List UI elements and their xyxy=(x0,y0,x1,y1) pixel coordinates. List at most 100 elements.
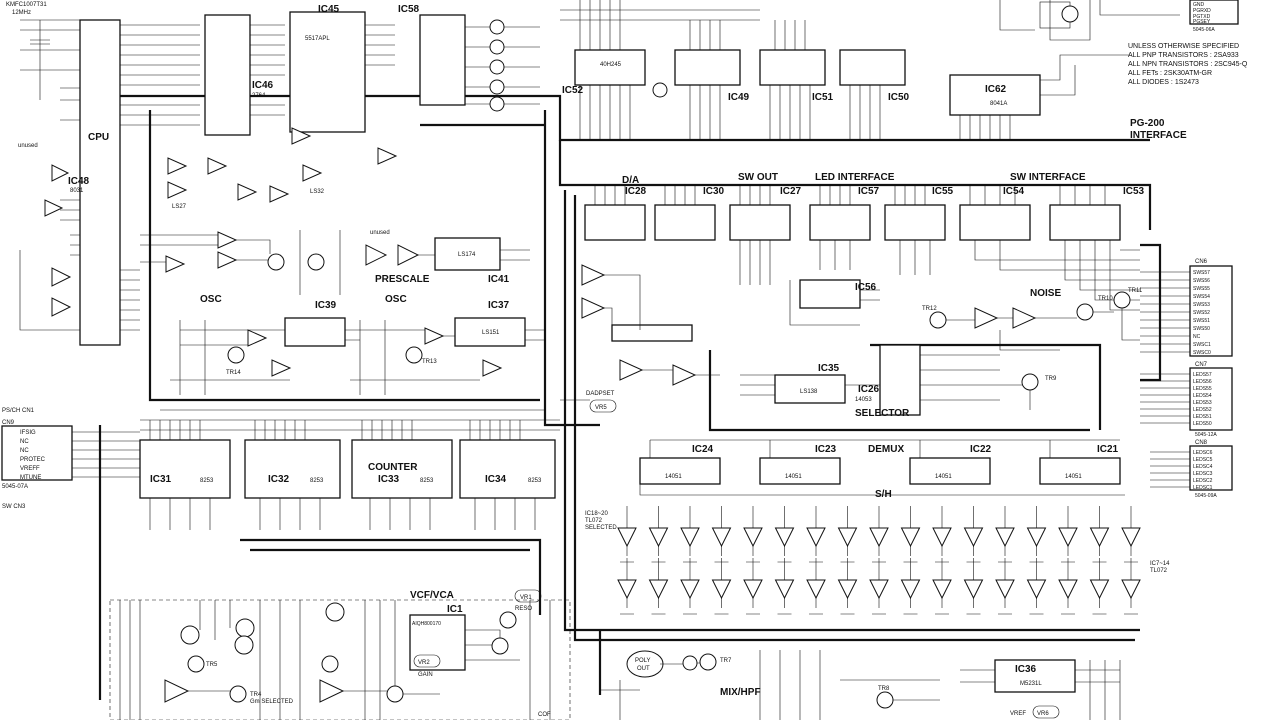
opamp-icon xyxy=(837,579,858,600)
opamp-icon xyxy=(774,579,795,600)
gain-label: GAIN xyxy=(418,672,433,678)
ic33-part: 8253 xyxy=(420,478,434,484)
gate-icon xyxy=(652,82,668,98)
ic54-label: IC54 xyxy=(1003,186,1025,197)
opamp-icon xyxy=(963,579,984,600)
sh-wire xyxy=(809,558,823,615)
vref-label: VREF xyxy=(1010,711,1026,717)
ic33-label: IC33 xyxy=(378,474,400,485)
sw-interface-label: SW INTERFACE xyxy=(1010,172,1086,183)
note-line-4: ALL FETs : 2SK30ATM-GR xyxy=(1128,70,1212,77)
transistor-icon xyxy=(1076,303,1094,321)
vr1-trimmer xyxy=(514,589,542,603)
cn7-pin: LEDS54 xyxy=(1193,393,1212,399)
gate-icon xyxy=(489,96,505,112)
pg200-interface-label: PG-200 INTERFACE xyxy=(1130,118,1187,141)
sh-wire xyxy=(1124,558,1138,615)
opamp-icon xyxy=(869,579,889,600)
opamp-icon xyxy=(672,364,697,386)
cn6-box xyxy=(1189,265,1233,357)
transistor-icon xyxy=(307,253,325,271)
tr8-label: TR8 xyxy=(878,686,890,692)
glue-gates: LS27 LS32 xyxy=(167,127,398,210)
inverter-icon xyxy=(217,251,238,269)
cn6-pin: SWS53 xyxy=(1193,302,1210,308)
ic26-part: 14053 xyxy=(855,397,872,403)
opamp-icon xyxy=(995,579,1015,600)
ic24-label: IC24 xyxy=(692,444,714,455)
transistor-icon xyxy=(491,637,509,655)
note-line-2: ALL PNP TRANSISTORS : 2SA933 xyxy=(1128,52,1239,59)
vr2-trimmer xyxy=(413,654,441,668)
ic36-part: M5231L xyxy=(1020,681,1042,687)
cn9-label: CN9 xyxy=(2,420,15,426)
transistor-icon xyxy=(499,611,517,629)
opamp-icon xyxy=(1012,307,1037,329)
cn9-pin: VREFF xyxy=(20,466,40,472)
sample-hold-opamps xyxy=(617,506,1141,615)
tr9-label: TR9 xyxy=(1045,376,1057,382)
xtal-name: KMFC1007T31 xyxy=(6,2,47,8)
cn7-pin: LEDS56 xyxy=(1193,379,1212,385)
ic31-part: 8253 xyxy=(200,478,214,484)
ic21-chip xyxy=(1039,457,1121,485)
ic41-label: IC41 xyxy=(488,274,510,285)
ic24-chip xyxy=(639,457,721,485)
noise-block: IC56 NOISE TR12 TR10 TR11 DADPSET VR5 xyxy=(560,264,1143,413)
opamp-icon xyxy=(711,527,732,548)
opamp-icon xyxy=(774,527,795,548)
ic48-label: IC48 xyxy=(68,176,90,187)
ic1-chip xyxy=(409,614,466,671)
nand-gate-icon xyxy=(291,127,312,145)
mix-hpf-label: MIX/HPF xyxy=(720,687,761,698)
transistor-icon xyxy=(267,253,285,271)
note-line-3: ALL NPN TRANSISTORS : 2SC945-Q xyxy=(1128,61,1248,68)
sh-wire xyxy=(998,558,1012,615)
transistor-icon xyxy=(1021,373,1039,391)
opamp-icon xyxy=(932,527,952,548)
vr5-trimmer xyxy=(589,399,617,413)
vr1-label: VR1 xyxy=(520,595,532,601)
selector-label: SELECTOR xyxy=(855,408,910,419)
ic7-14-line-1: IC7~14 xyxy=(1150,561,1170,567)
cn9-pin: NC xyxy=(20,439,29,445)
opamp-icon xyxy=(837,527,858,548)
sh-wire xyxy=(1029,558,1044,615)
ic32-chip xyxy=(244,439,341,499)
transistor-icon xyxy=(187,655,205,673)
ic48-part: 8031 xyxy=(70,188,84,194)
ic41-part: LS174 xyxy=(458,252,476,258)
sh-label: S/H xyxy=(875,489,892,500)
ic32-part: 8253 xyxy=(310,478,324,484)
xtal-freq: 12MHz xyxy=(12,10,31,16)
ic57-label: IC57 xyxy=(858,186,880,197)
ic35-label: IC35 xyxy=(818,363,840,374)
cn8-pin: LEDSC4 xyxy=(1193,464,1213,470)
unused-label-2: unused xyxy=(370,230,390,236)
sh-wire xyxy=(714,558,729,615)
cn7-label: CN7 xyxy=(1195,362,1208,368)
ic21-label: IC21 xyxy=(1097,444,1119,455)
ic35-part: LS138 xyxy=(800,389,818,395)
ic49-chip xyxy=(674,49,741,86)
ic30-label: IC30 xyxy=(703,186,725,197)
ic58-block: IC58 xyxy=(398,4,540,112)
ic28-label: IC28 xyxy=(625,186,647,197)
ic26-chip xyxy=(879,344,921,416)
demux-label: DEMUX xyxy=(868,444,904,455)
right-connectors: CN6 SWS57SWS56SWS55SWS54SWS53SWS52SWS51S… xyxy=(1140,259,1233,499)
sh-wire xyxy=(746,558,760,615)
opamp-icon xyxy=(581,297,606,319)
ic58-chip xyxy=(419,14,466,106)
cn7-part: 5045-12A xyxy=(1195,432,1217,438)
poly-out-jack xyxy=(626,650,664,678)
ic33-chip xyxy=(351,439,453,499)
opamp-icon xyxy=(1089,579,1110,600)
ic34-part: 8253 xyxy=(528,478,542,484)
ic18-20-line-3: SELECTED xyxy=(585,525,617,531)
opamp-icon xyxy=(932,579,952,600)
bus-lines xyxy=(98,94,1162,700)
inverter-icon xyxy=(247,329,268,347)
ic41-chip xyxy=(434,237,501,271)
ic45-part: 5517APL xyxy=(305,36,330,42)
